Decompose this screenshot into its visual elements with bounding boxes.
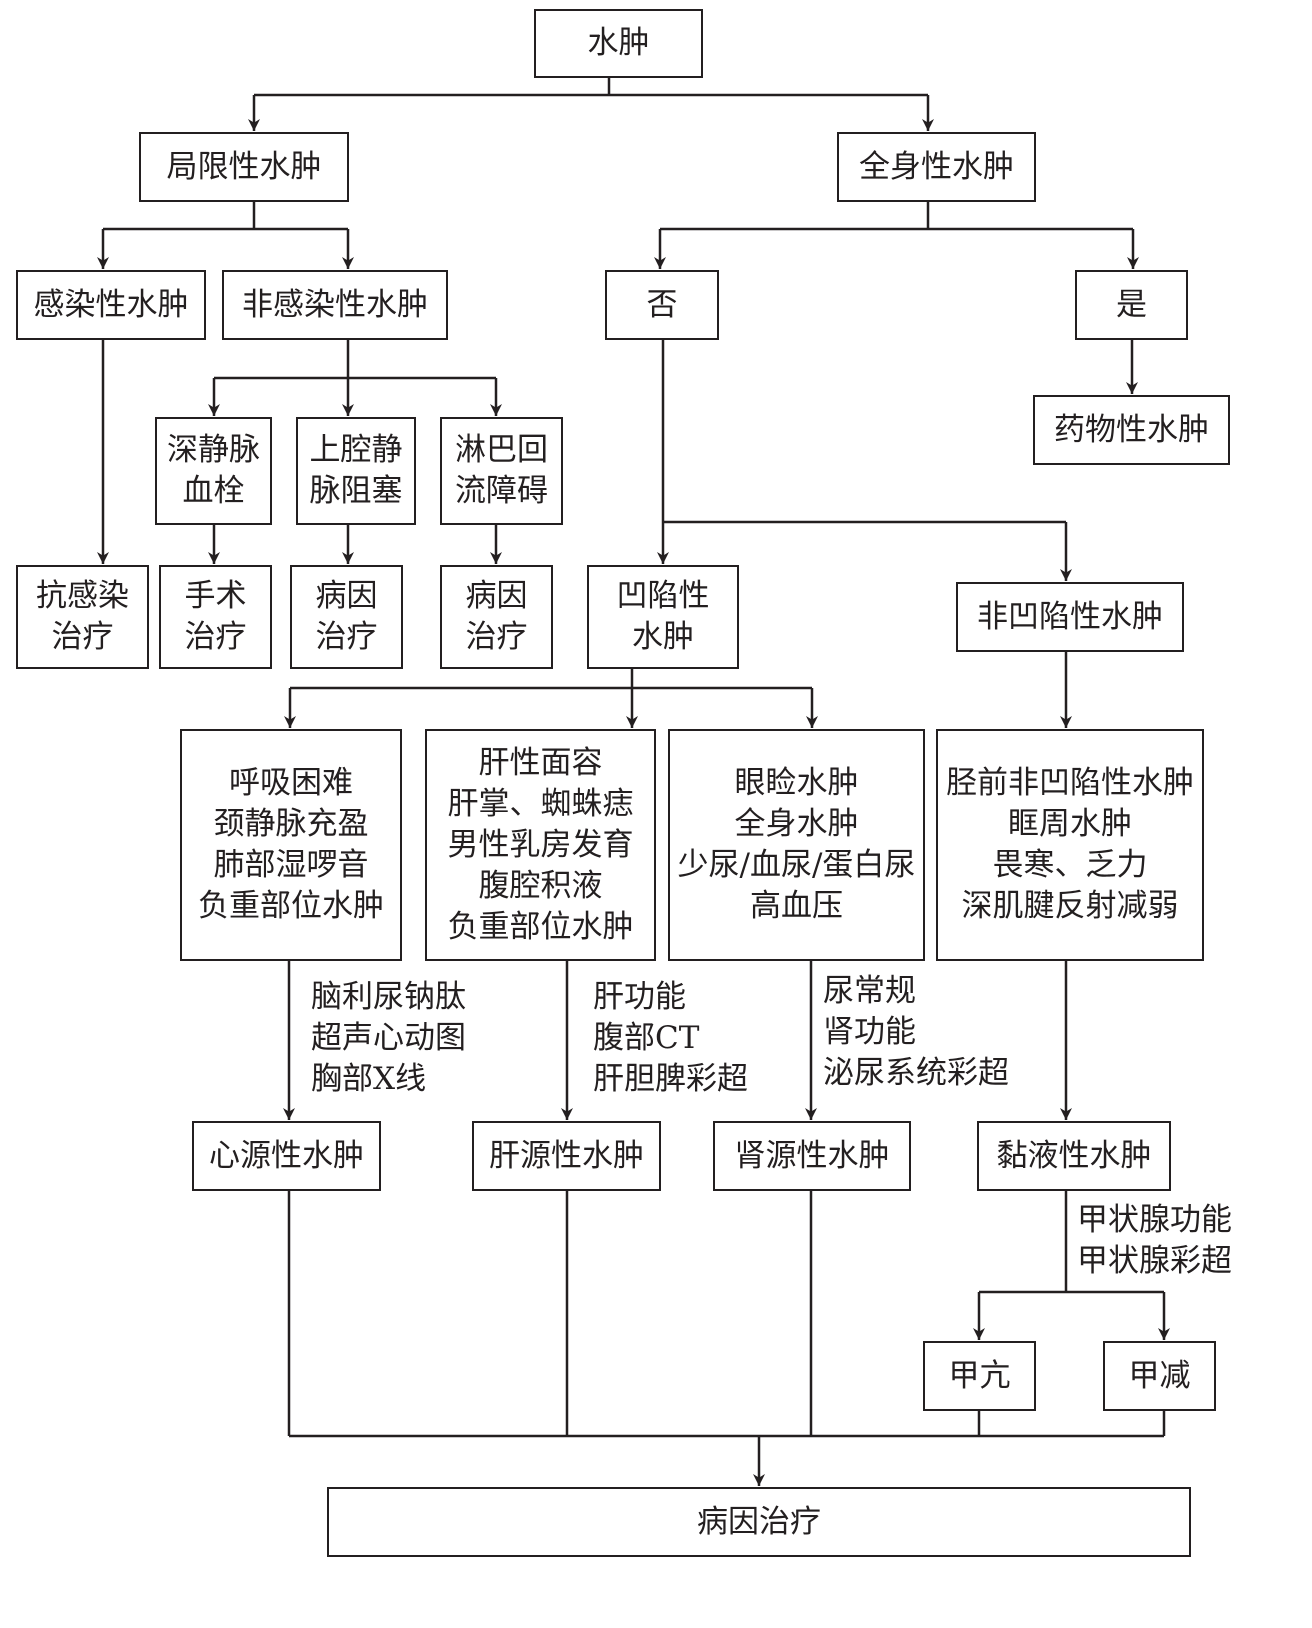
- node-lymphatic-obstruction-line: 流障碍: [455, 473, 548, 509]
- node-nonpitting-edema-line: 非凹陷性水肿: [977, 598, 1163, 635]
- node-pitting-edema: 凹陷性水肿: [587, 565, 739, 669]
- note-hepatic-tests-line: 肝胆脾彩超: [593, 1061, 748, 1097]
- node-myxedema-signs-line: 眶周水肿: [1008, 806, 1132, 842]
- node-hypothyroidism-line: 甲减: [1128, 1357, 1191, 1394]
- node-myxedema-signs-line: 深肌腱反射减弱: [961, 888, 1179, 924]
- node-svc-obstruction-line: 脉阻塞: [309, 473, 403, 509]
- node-myxedema: 黏液性水肿: [977, 1121, 1171, 1191]
- node-local-edema: 局限性水肿: [139, 132, 349, 202]
- node-hepatic-edema-line: 肝源性水肿: [489, 1137, 644, 1174]
- node-edema: 水肿: [534, 9, 703, 78]
- note-renal-tests-line: 尿常规: [823, 973, 916, 1009]
- node-cause-treatment-2: 病因治疗: [440, 565, 553, 669]
- node-renal-edema-line: 肾源性水肿: [734, 1137, 890, 1174]
- node-renal-signs-line: 全身水肿: [734, 806, 859, 842]
- node-renal-signs-line: 高血压: [750, 888, 843, 924]
- node-cardiac-signs-line: 肺部湿啰音: [213, 847, 369, 883]
- node-myxedema-signs-line: 畏寒、乏力: [992, 847, 1148, 883]
- node-deep-vein-thrombosis-line: 深静脉: [167, 432, 260, 468]
- node-cause-treatment-2-line: 治疗: [465, 619, 528, 655]
- node-svc-obstruction-line: 上腔静: [309, 432, 403, 468]
- node-lymphatic-obstruction: 淋巴回流障碍: [440, 417, 563, 525]
- note-cardiac-tests-line: 脑利尿钠肽: [311, 979, 466, 1015]
- note-thyroid-tests-line: 甲状腺彩超: [1077, 1243, 1232, 1279]
- node-cardiac-signs-line: 颈静脉充盈: [213, 806, 369, 842]
- node-cardiac-edema-line: 心源性水肿: [209, 1137, 364, 1174]
- node-deep-vein-thrombosis-line: 血栓: [182, 473, 245, 509]
- node-renal-signs-line: 眼睑水肿: [734, 765, 859, 801]
- node-hepatic-signs-line: 男性乳房发育: [447, 826, 634, 863]
- node-hepatic-signs-line: 负重部位水肿: [447, 908, 634, 945]
- node-cause-treatment-1-line: 病因: [315, 578, 378, 614]
- node-surgery-treatment-line: 治疗: [184, 619, 247, 655]
- node-cause-treatment-2-line: 病因: [465, 578, 528, 614]
- node-renal-edema: 肾源性水肿: [713, 1121, 911, 1191]
- node-cardiac-signs-line: 呼吸困难: [229, 765, 353, 801]
- node-myxedema-signs: 胫前非凹陷性水肿眶周水肿畏寒、乏力深肌腱反射减弱: [936, 729, 1204, 961]
- note-renal-tests-line: 泌尿系统彩超: [823, 1055, 1009, 1091]
- node-yes: 是: [1075, 270, 1188, 340]
- node-anti-infection-treatment-line: 治疗: [51, 619, 114, 655]
- node-cardiac-signs: 呼吸困难颈静脉充盈肺部湿啰音负重部位水肿: [180, 729, 402, 961]
- node-anti-infection-treatment-line: 抗感染: [36, 578, 129, 614]
- note-renal-tests-line: 肾功能: [823, 1014, 916, 1050]
- node-no: 否: [605, 270, 719, 340]
- node-infectious-edema-line: 感染性水肿: [33, 286, 189, 323]
- note-hepatic-tests-line: 腹部CT: [593, 1020, 700, 1056]
- node-hepatic-edema: 肝源性水肿: [472, 1121, 661, 1191]
- node-surgery-treatment-line: 手术: [184, 578, 247, 614]
- note-cardiac-tests: 脑利尿钠肽超声心动图胸部X线: [311, 977, 466, 1100]
- node-renal-signs: 眼睑水肿全身水肿少尿/血尿/蛋白尿高血压: [668, 729, 925, 961]
- node-renal-signs-line: 少尿/血尿/蛋白尿: [677, 847, 916, 883]
- node-cause-treatment-1: 病因治疗: [290, 565, 403, 669]
- node-cardiac-signs-line: 负重部位水肿: [198, 888, 384, 924]
- node-hepatic-signs-line: 肝性面容: [478, 744, 603, 781]
- node-myxedema-signs-line: 胫前非凹陷性水肿: [946, 765, 1194, 801]
- note-thyroid-tests-line: 甲状腺功能: [1077, 1202, 1232, 1238]
- node-hyperthyroidism: 甲亢: [923, 1341, 1036, 1411]
- node-drug-edema-line: 药物性水肿: [1054, 411, 1209, 448]
- node-noninfectious-edema: 非感染性水肿: [222, 270, 448, 340]
- node-cause-treatment-1-line: 治疗: [315, 619, 378, 655]
- node-hepatic-signs-line: 腹腔积液: [478, 867, 603, 904]
- node-pitting-edema-line: 水肿: [632, 619, 694, 655]
- node-cardiac-edema: 心源性水肿: [192, 1121, 381, 1191]
- node-hypothyroidism: 甲减: [1103, 1341, 1216, 1411]
- node-pitting-edema-line: 凹陷性: [616, 578, 710, 614]
- node-edema-line: 水肿: [587, 25, 650, 61]
- node-surgery-treatment: 手术治疗: [159, 565, 272, 669]
- node-deep-vein-thrombosis: 深静脉血栓: [155, 417, 272, 525]
- node-svc-obstruction: 上腔静脉阻塞: [296, 417, 416, 525]
- note-cardiac-tests-line: 胸部X线: [311, 1061, 427, 1097]
- node-myxedema-line: 黏液性水肿: [996, 1137, 1152, 1174]
- note-cardiac-tests-line: 超声心动图: [311, 1020, 466, 1056]
- note-renal-tests: 尿常规肾功能泌尿系统彩超: [823, 971, 1009, 1094]
- note-hepatic-tests: 肝功能腹部CT 肝胆脾彩超: [593, 977, 748, 1100]
- note-thyroid-tests: 甲状腺功能甲状腺彩超: [1077, 1200, 1232, 1282]
- node-local-edema-line: 局限性水肿: [166, 148, 322, 185]
- node-anti-infection-treatment: 抗感染治疗: [16, 565, 149, 669]
- node-general-edema: 全身性水肿: [837, 132, 1036, 202]
- node-nonpitting-edema: 非凹陷性水肿: [956, 582, 1184, 652]
- node-infectious-edema: 感染性水肿: [16, 270, 206, 340]
- node-no-line: 否: [646, 286, 678, 323]
- node-etiological-treatment-line: 病因治疗: [697, 1503, 821, 1540]
- node-yes-line: 是: [1116, 286, 1147, 323]
- node-etiological-treatment: 病因治疗: [327, 1487, 1191, 1557]
- note-hepatic-tests-line: 肝功能: [593, 979, 686, 1015]
- node-general-edema-line: 全身性水肿: [859, 148, 1014, 185]
- node-noninfectious-edema-line: 非感染性水肿: [242, 286, 428, 323]
- node-hepatic-signs: 肝性面容肝掌、蜘蛛痣男性乳房发育腹腔积液负重部位水肿: [425, 729, 656, 961]
- node-drug-edema: 药物性水肿: [1033, 395, 1230, 465]
- node-hepatic-signs-line: 肝掌、蜘蛛痣: [447, 785, 634, 822]
- node-hyperthyroidism-line: 甲亢: [948, 1357, 1011, 1394]
- node-lymphatic-obstruction-line: 淋巴回: [455, 432, 548, 468]
